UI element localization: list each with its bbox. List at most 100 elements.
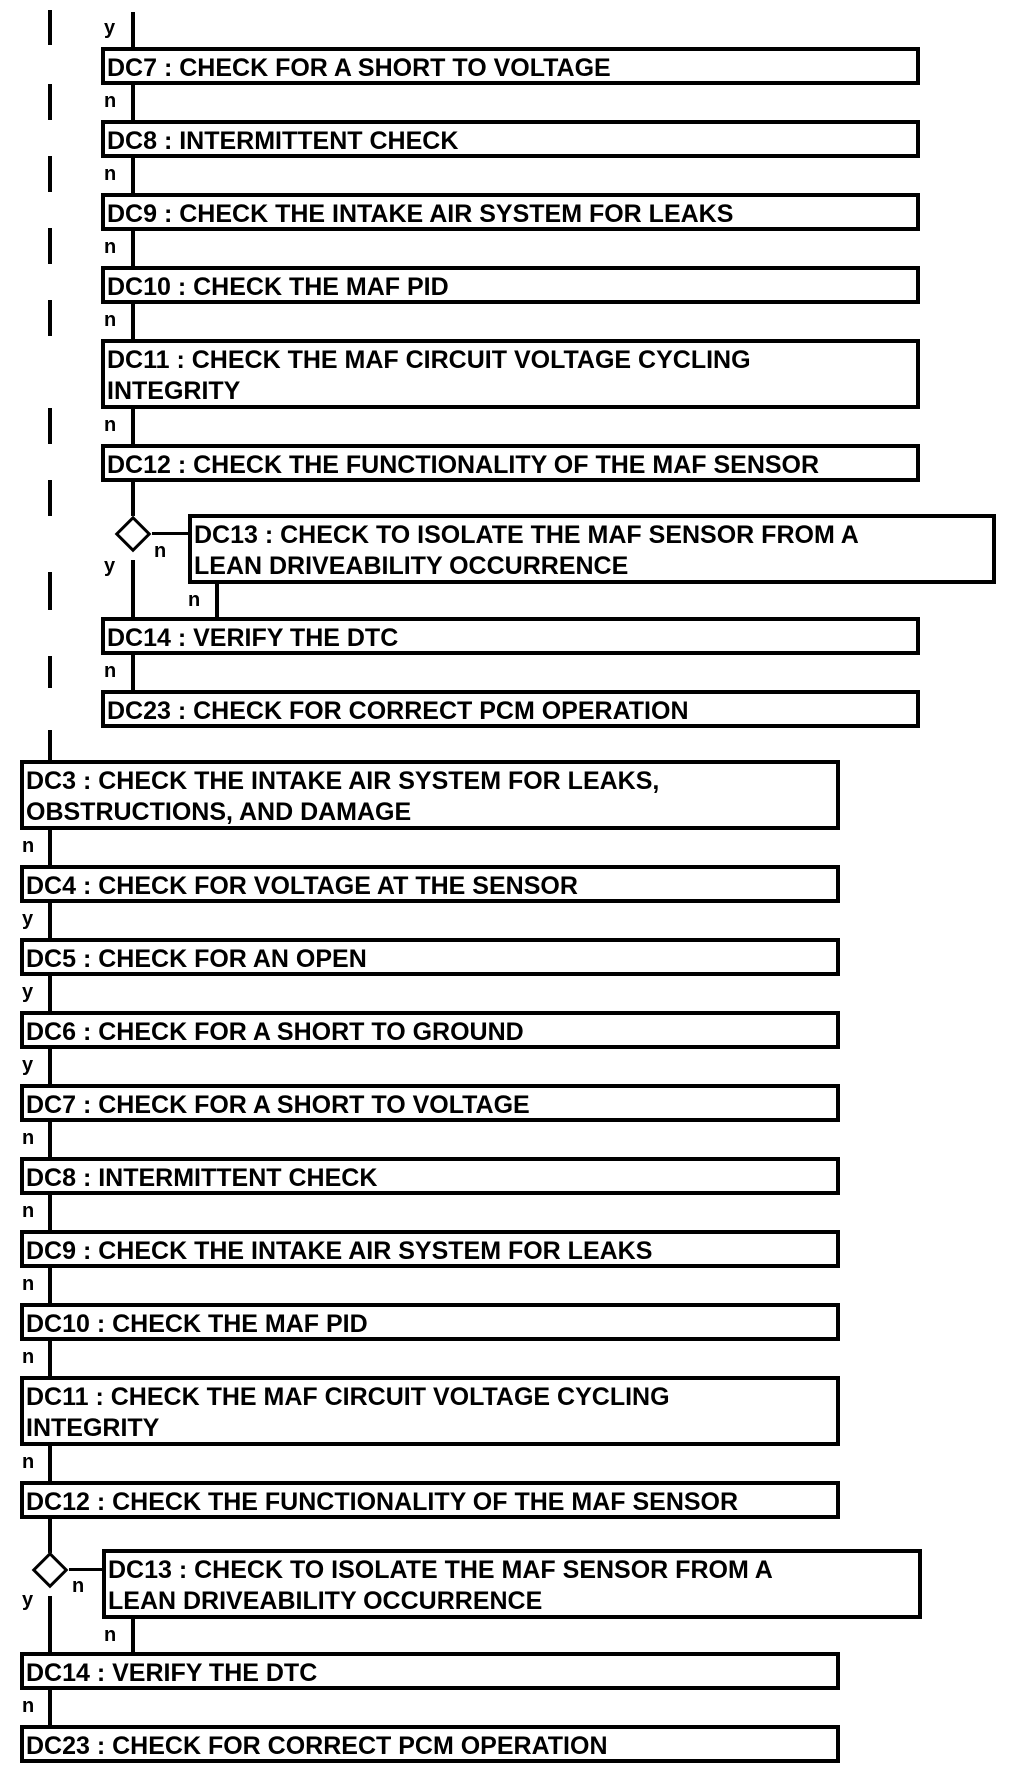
step-text: DC7 : CHECK FOR A SHORT TO VOLTAGE bbox=[26, 1091, 530, 1119]
step-text: DC14 : VERIFY THE DTC bbox=[107, 624, 399, 652]
step-text: DC23 : CHECK FOR CORRECT PCM OPERATION bbox=[107, 697, 689, 725]
step-dc14-main: DC14 : VERIFY THE DTC bbox=[20, 1652, 840, 1690]
step-dc7: DC7 : CHECK FOR A SHORT TO VOLTAGE bbox=[101, 47, 920, 85]
step-dc9-main: DC9 : CHECK THE INTAKE AIR SYSTEM FOR LE… bbox=[20, 1230, 840, 1268]
step-text-line2: INTEGRITY bbox=[26, 1414, 160, 1442]
connector-line bbox=[48, 1268, 52, 1304]
step-dc13: DC13 : CHECK TO ISOLATE THE MAF SENSOR F… bbox=[188, 514, 996, 584]
step-dc12: DC12 : CHECK THE FUNCTIONALITY OF THE MA… bbox=[101, 444, 920, 482]
step-text: DC10 : CHECK THE MAF PID bbox=[26, 1310, 368, 1338]
connector-line bbox=[131, 1619, 135, 1653]
step-dc12-main: DC12 : CHECK THE FUNCTIONALITY OF THE MA… bbox=[20, 1481, 840, 1519]
connector-line bbox=[48, 1690, 52, 1726]
step-dc9: DC9 : CHECK THE INTAKE AIR SYSTEM FOR LE… bbox=[101, 193, 920, 231]
step-dc8: DC8 : INTERMITTENT CHECK bbox=[101, 120, 920, 158]
main-trunk-segment bbox=[48, 156, 52, 192]
connector-line bbox=[131, 158, 135, 194]
connector-line bbox=[48, 1341, 52, 1377]
step-dc23: DC23 : CHECK FOR CORRECT PCM OPERATION bbox=[101, 690, 920, 728]
step-text: DC3 : CHECK THE INTAKE AIR SYSTEM FOR LE… bbox=[26, 767, 660, 795]
step-dc11: DC11 : CHECK THE MAF CIRCUIT VOLTAGE CYC… bbox=[101, 339, 920, 409]
branch-label: n bbox=[72, 1575, 85, 1597]
branch-label: y bbox=[22, 908, 34, 930]
connector-line bbox=[48, 1122, 52, 1158]
step-text: DC7 : CHECK FOR A SHORT TO VOLTAGE bbox=[107, 54, 611, 82]
step-dc23-main: DC23 : CHECK FOR CORRECT PCM OPERATION bbox=[20, 1725, 840, 1763]
connector-line bbox=[48, 1519, 52, 1553]
connector-line bbox=[131, 409, 135, 445]
branch-label: y bbox=[104, 17, 116, 39]
connector-line bbox=[48, 830, 52, 866]
main-trunk-segment bbox=[48, 480, 52, 516]
connector-line bbox=[131, 304, 135, 340]
branch-label: n bbox=[104, 660, 117, 682]
branch-label: n bbox=[104, 414, 117, 436]
main-trunk-segment bbox=[48, 300, 52, 336]
step-text: DC12 : CHECK THE FUNCTIONALITY OF THE MA… bbox=[107, 451, 820, 479]
step-dc5: DC5 : CHECK FOR AN OPEN bbox=[20, 938, 840, 976]
connector-line bbox=[131, 12, 135, 48]
branch-label: n bbox=[188, 589, 201, 611]
step-dc10-main: DC10 : CHECK THE MAF PID bbox=[20, 1303, 840, 1341]
branch-label: n bbox=[104, 163, 117, 185]
connector-line bbox=[48, 1049, 52, 1085]
decision-diamond bbox=[114, 515, 152, 553]
branch-label: n bbox=[22, 835, 35, 857]
step-dc8-main: DC8 : INTERMITTENT CHECK bbox=[20, 1157, 840, 1195]
connector-line bbox=[131, 560, 135, 618]
step-text-line2: LEAN DRIVEABILITY OCCURRENCE bbox=[108, 1587, 543, 1615]
connector-line bbox=[48, 976, 52, 1012]
step-text-line2: LEAN DRIVEABILITY OCCURRENCE bbox=[194, 552, 629, 580]
step-text: DC8 : INTERMITTENT CHECK bbox=[107, 127, 459, 155]
step-dc7-main: DC7 : CHECK FOR A SHORT TO VOLTAGE bbox=[20, 1084, 840, 1122]
step-text: DC9 : CHECK THE INTAKE AIR SYSTEM FOR LE… bbox=[107, 200, 734, 228]
connector-line bbox=[131, 482, 135, 516]
step-text: DC9 : CHECK THE INTAKE AIR SYSTEM FOR LE… bbox=[26, 1237, 653, 1265]
main-trunk-segment bbox=[48, 228, 52, 264]
main-trunk-segment bbox=[48, 10, 52, 45]
decision-diamond bbox=[31, 1551, 69, 1589]
branch-label: y bbox=[104, 555, 116, 577]
main-trunk-segment bbox=[48, 572, 52, 610]
branch-label: n bbox=[22, 1273, 35, 1295]
connector-line bbox=[131, 655, 135, 691]
branch-label: n bbox=[104, 1624, 117, 1646]
step-text: DC10 : CHECK THE MAF PID bbox=[107, 273, 449, 301]
step-text: DC13 : CHECK TO ISOLATE THE MAF SENSOR F… bbox=[108, 1556, 773, 1584]
branch-label: n bbox=[22, 1695, 35, 1717]
connector-line bbox=[131, 231, 135, 267]
step-text: DC13 : CHECK TO ISOLATE THE MAF SENSOR F… bbox=[194, 521, 859, 549]
step-dc14: DC14 : VERIFY THE DTC bbox=[101, 617, 920, 655]
main-trunk-segment bbox=[48, 730, 52, 760]
branch-label: n bbox=[22, 1127, 35, 1149]
connector-line bbox=[131, 85, 135, 121]
branch-label: n bbox=[104, 236, 117, 258]
branch-label: n bbox=[22, 1451, 35, 1473]
branch-label: y bbox=[22, 1589, 34, 1611]
step-text: DC8 : INTERMITTENT CHECK bbox=[26, 1164, 378, 1192]
main-trunk-segment bbox=[48, 656, 52, 688]
connector-line bbox=[215, 584, 219, 618]
main-trunk-segment bbox=[48, 84, 52, 120]
branch-label: n bbox=[104, 309, 117, 331]
branch-label: y bbox=[22, 1054, 34, 1076]
step-text: DC6 : CHECK FOR A SHORT TO GROUND bbox=[26, 1018, 524, 1046]
step-text: DC5 : CHECK FOR AN OPEN bbox=[26, 945, 367, 973]
branch-label: n bbox=[154, 540, 167, 562]
step-dc13-main: DC13 : CHECK TO ISOLATE THE MAF SENSOR F… bbox=[102, 1549, 922, 1619]
step-text: DC4 : CHECK FOR VOLTAGE AT THE SENSOR bbox=[26, 872, 578, 900]
step-text-line2: OBSTRUCTIONS, AND DAMAGE bbox=[26, 798, 412, 826]
step-text: DC14 : VERIFY THE DTC bbox=[26, 1659, 318, 1687]
step-text-line2: INTEGRITY bbox=[107, 377, 241, 405]
branch-label: n bbox=[22, 1346, 35, 1368]
main-trunk-segment bbox=[48, 408, 52, 444]
step-dc6: DC6 : CHECK FOR A SHORT TO GROUND bbox=[20, 1011, 840, 1049]
connector-line bbox=[152, 532, 190, 535]
step-text: DC11 : CHECK THE MAF CIRCUIT VOLTAGE CYC… bbox=[26, 1383, 670, 1411]
connector-line bbox=[48, 903, 52, 939]
connector-line bbox=[48, 1195, 52, 1231]
branch-label: n bbox=[22, 1200, 35, 1222]
branch-label: n bbox=[104, 90, 117, 112]
step-text: DC12 : CHECK THE FUNCTIONALITY OF THE MA… bbox=[26, 1488, 739, 1516]
step-dc11-main: DC11 : CHECK THE MAF CIRCUIT VOLTAGE CYC… bbox=[20, 1376, 840, 1446]
